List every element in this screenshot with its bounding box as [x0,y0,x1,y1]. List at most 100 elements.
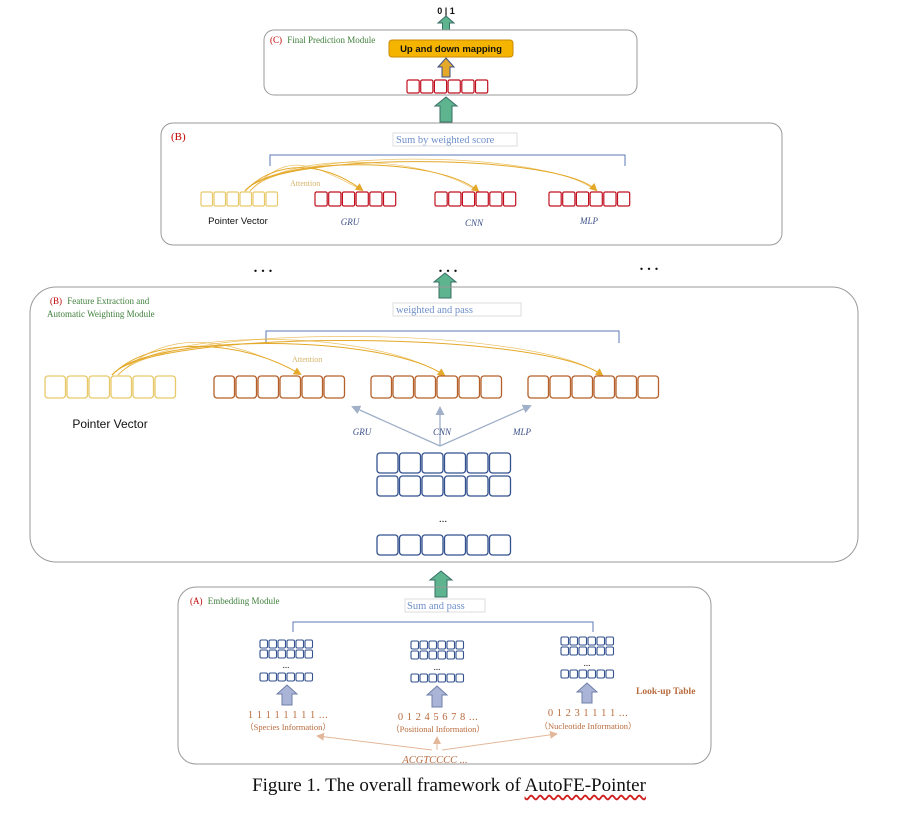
lookup-species-row3 [259,672,314,682]
attention-label: Attention [292,355,322,364]
module-b-vectors [44,375,660,399]
cnn-vector-top [434,191,517,207]
attention-arc [111,340,604,377]
attention-arc-top-secondary [249,161,475,192]
embedding-row-2-cell [488,475,512,497]
lookup-species-row1-cell [268,639,278,649]
sum-and-pass-label: Sum and pass [407,601,465,612]
lookup-species-row2-cell [277,649,287,659]
gru-vector-top-cell [355,191,369,207]
lookup-positional-row1-cell [419,640,429,650]
input-arrows [275,682,599,708]
lookup-positional-row3-cell [419,673,429,683]
embedding-row-1 [376,452,512,474]
species-info-label: （Species Information） [245,722,331,732]
weighted-and-pass-label: weighted and pass [396,305,473,316]
attention-arc-secondary [117,339,440,376]
lookup-positional-row2-cell [437,650,447,660]
lookup-positional-row1-cell [410,640,420,650]
lookup-species-row3-cell [286,672,296,682]
cnn-vector-cell [458,375,481,399]
lookup-positional-row3-cell [437,673,447,683]
nucleotide-sequence: 0 1 2 3 1 1 1 1 ... [548,708,628,719]
output-arrow [436,15,456,31]
mlp-vector-top-cell [589,191,603,207]
lookup-species-row1-cell [304,639,314,649]
lookup-dots-nucleotide: ... [584,658,591,668]
module-b-compact-vectors [200,191,631,207]
weighted-bracket [265,330,620,343]
lookup-species-row3-cell [268,672,278,682]
cnn-vector-top-cell [489,191,503,207]
embedding-row-1-cell [443,452,467,474]
input-arrow-1 [425,685,449,708]
lookup-nucleotide-row1-cell [578,636,588,646]
lookup-nucleotide-row1-cell [587,636,597,646]
embedding-row-1-cell [488,452,512,474]
lookup-positional-row3-cell [446,673,456,683]
gru-vector-top-cell [314,191,328,207]
feature-extraction-module-box [29,286,859,563]
lookup-dots-species: ... [283,660,290,670]
embedding-row-2-cell [421,475,444,497]
mlp-vector-top [548,191,631,207]
prediction-vector [406,79,489,94]
cnn-vector-cell [480,375,503,399]
lookup-nucleotide-row2 [560,646,615,656]
lookup-nucleotide-row2-cell [605,646,615,656]
lookup-nucleotide-row3-cell [587,669,597,679]
ellipsis-center: . . . [439,260,458,276]
cnn-vector-cell [392,375,415,399]
arrow-up-to-compact-module [432,272,458,299]
mlp-vector-cell [527,375,550,399]
branch-arrows [351,404,532,447]
mlp-vector-cell [615,375,638,399]
cnn-vector-cell [436,375,459,399]
mapping-button-label: Up and down mapping [400,44,502,55]
lookup-nucleotide-row1-cell [569,636,579,646]
embedding-row-2-cell [443,475,467,497]
arrow-up-to-final-module [433,96,459,123]
ellipsis-right: . . . [640,258,659,274]
mlp-vector-top-cell [548,191,562,207]
lookup-nucleotide-row1 [560,636,615,646]
mlp-vector-top-cell [575,191,590,207]
compact-arrow [432,272,458,299]
arrow-up-to-feature-module [428,570,454,598]
mlp-vector-cell [571,375,594,399]
embedding-row-last-cell [376,534,399,556]
lookup-positional-row2-cell [419,650,429,660]
lookup-nucleotide-row3-cell [560,669,570,679]
lookup-species-row3-cell [259,672,269,682]
gru-vector-cell [235,375,258,399]
embedding-row-2-cell [376,475,399,497]
gru-vector-cell [213,375,236,399]
mlp-vector-top-cell [616,191,631,207]
cnn-label: CNN [433,427,452,437]
embedding-row-last-cell [398,534,422,556]
lookup-species-row1-cell [277,639,287,649]
lookup-positional-row2-cell [410,650,420,660]
lookup-nucleotide-row1-cell [605,636,615,646]
mlp-vector [527,375,660,399]
pointer-vector-cell [154,375,177,399]
pointer-vector-top-cell [213,191,227,207]
lookup-nucleotide-row2-cell [596,646,606,656]
cnn-vector-top-cell [475,191,489,207]
lookup-nucleotide-row1-cell [560,636,570,646]
final-arrow [433,96,459,123]
pointer-vector-cell [132,375,155,399]
lookup-species-row2-cell [259,649,269,659]
input-arrow-2 [575,682,599,704]
lookup-species-row2-cell [304,649,314,659]
mlp-vector-cell [637,375,660,399]
feature-extraction-module-label: (B) Feature Extraction and [50,296,150,306]
lookup-positional-row3-cell [455,673,465,683]
lookup-species-row3-cell [277,672,287,682]
caption-prefix: Figure 1. The overall framework of [252,775,525,796]
cnn-vector-top-cell [502,191,517,207]
lookup-positional-row2-cell [446,650,456,660]
module-b-compact-box [160,122,783,246]
pointer-vector-top-cell [252,191,266,207]
